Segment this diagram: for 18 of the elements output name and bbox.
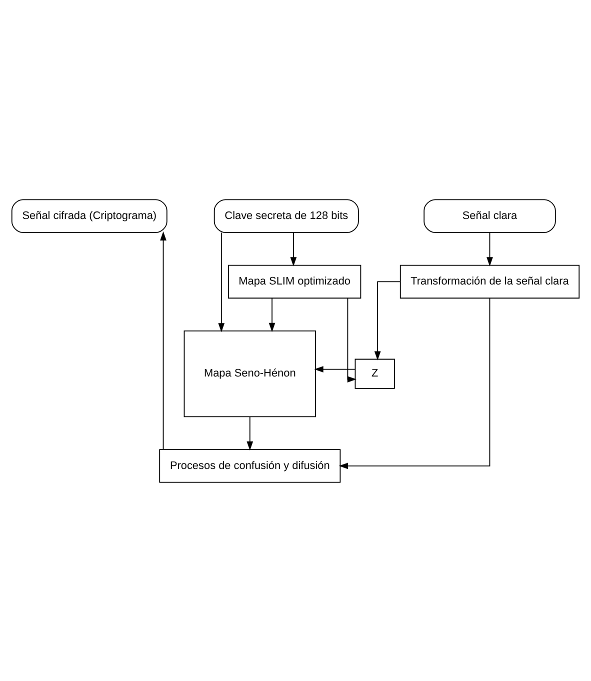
node-box: Mapa Seno-Hénon [184, 330, 316, 417]
node-box: Clave secreta de 128 bits [214, 198, 359, 232]
node-box: Señal clara [424, 198, 556, 232]
arrow [338, 297, 490, 469]
arrow [374, 280, 401, 360]
arrow [246, 416, 254, 450]
node-box: Mapa SLIM optimizado [228, 264, 362, 298]
arrow [347, 297, 356, 382]
node-box: Señal cifrada (Criptograma) [11, 198, 168, 232]
arrow [486, 232, 493, 266]
arrow [218, 232, 225, 332]
arrow [160, 230, 166, 450]
arrow [290, 232, 297, 266]
node-box: Procesos de confusión y difusión [159, 448, 341, 482]
arrow [268, 297, 276, 332]
node-box: Transformación de la señal clara [400, 264, 580, 298]
arrow [314, 366, 356, 372]
node-box: Z [354, 358, 395, 388]
